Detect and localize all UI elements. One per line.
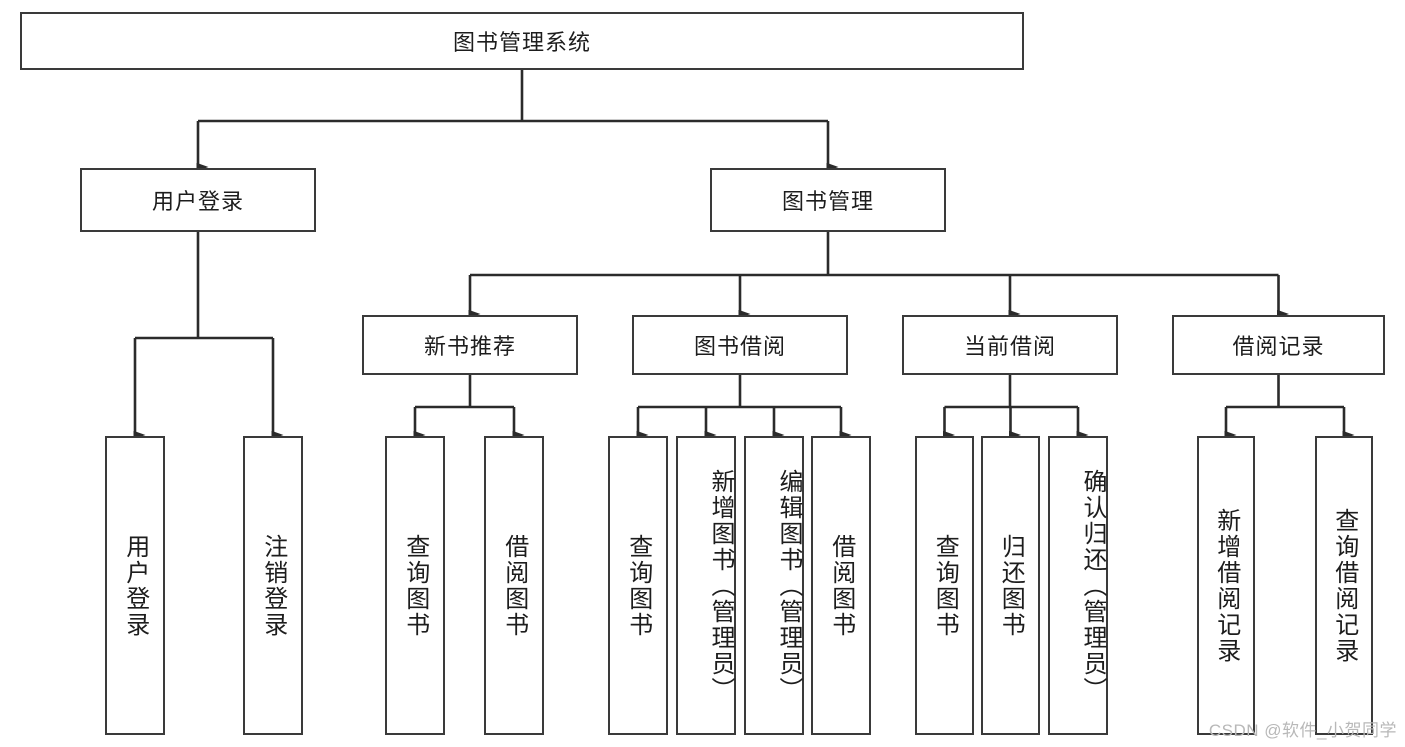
node-new-book-rec-label: 新书推荐 <box>423 334 516 359</box>
node-current-borrow-label: 当前借阅 <box>963 334 1056 359</box>
node-leaf-return-book-label: 归还图书 <box>997 533 1025 638</box>
node-leaf-query-record[interactable]: 查询借阅记录 <box>1315 436 1373 735</box>
node-root-label: 图书管理系统 <box>452 30 591 55</box>
node-leaf-query-book-rec-label: 查询图书 <box>401 533 429 638</box>
node-leaf-edit-book-label: 编辑图书（管理员） <box>775 468 802 703</box>
node-borrow-record-label: 借阅记录 <box>1232 334 1325 359</box>
node-leaf-add-record-label: 新增借阅记录 <box>1212 507 1240 664</box>
node-leaf-borrow-book-label: 借阅图书 <box>827 533 855 638</box>
node-leaf-query-record-label: 查询借阅记录 <box>1330 507 1358 664</box>
node-leaf-query-book-cur[interactable]: 查询图书 <box>915 436 974 735</box>
node-user-login[interactable]: 用户登录 <box>80 168 316 232</box>
node-leaf-query-book-rec[interactable]: 查询图书 <box>385 436 445 735</box>
node-leaf-query-book[interactable]: 查询图书 <box>608 436 668 735</box>
node-leaf-borrow-book-rec-label: 借阅图书 <box>500 533 528 638</box>
node-leaf-query-book-cur-label: 查询图书 <box>931 533 959 638</box>
node-new-book-rec[interactable]: 新书推荐 <box>362 315 578 375</box>
node-leaf-add-record[interactable]: 新增借阅记录 <box>1197 436 1255 735</box>
node-leaf-logout[interactable]: 注销登录 <box>243 436 303 735</box>
node-leaf-borrow-book[interactable]: 借阅图书 <box>811 436 871 735</box>
node-book-manage-label: 图书管理 <box>781 189 874 214</box>
node-leaf-edit-book[interactable]: 编辑图书（管理员） <box>744 436 804 735</box>
node-current-borrow[interactable]: 当前借阅 <box>902 315 1118 375</box>
node-leaf-return-book[interactable]: 归还图书 <box>981 436 1040 735</box>
node-leaf-add-book[interactable]: 新增图书（管理员） <box>676 436 736 735</box>
node-leaf-logout-label: 注销登录 <box>259 533 287 638</box>
node-leaf-borrow-book-rec[interactable]: 借阅图书 <box>484 436 544 735</box>
node-book-borrow[interactable]: 图书借阅 <box>632 315 848 375</box>
node-leaf-user-login[interactable]: 用户登录 <box>105 436 165 735</box>
node-leaf-add-book-label: 新增图书（管理员） <box>707 468 734 703</box>
node-leaf-user-login-label: 用户登录 <box>121 533 149 638</box>
node-leaf-confirm-return-label: 确认归还（管理员） <box>1079 468 1106 703</box>
node-leaf-query-book-label: 查询图书 <box>624 533 652 638</box>
node-book-manage[interactable]: 图书管理 <box>710 168 946 232</box>
node-book-borrow-label: 图书借阅 <box>693 334 786 359</box>
watermark-text: CSDN @软件_小贺同学 <box>1208 721 1397 740</box>
node-user-login-label: 用户登录 <box>151 189 244 214</box>
node-root[interactable]: 图书管理系统 <box>20 12 1024 70</box>
node-leaf-confirm-return[interactable]: 确认归还（管理员） <box>1048 436 1108 735</box>
node-borrow-record[interactable]: 借阅记录 <box>1172 315 1385 375</box>
